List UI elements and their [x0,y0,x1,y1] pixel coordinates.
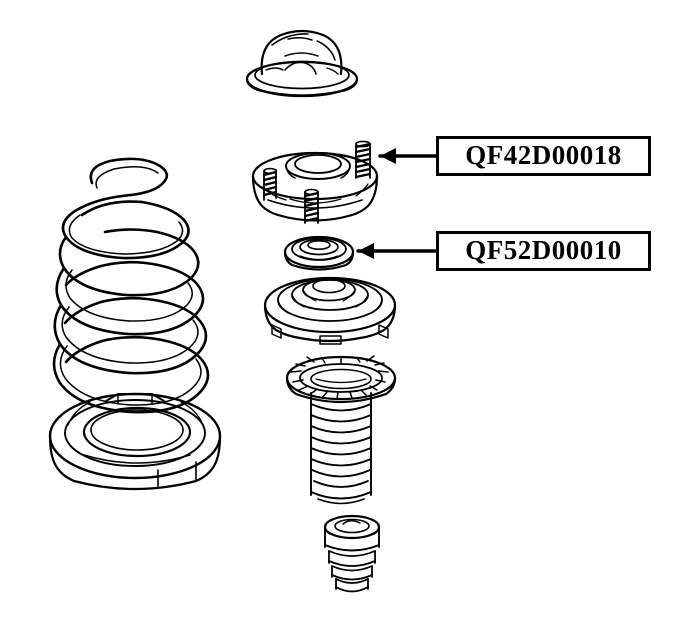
mount-stud-left [262,167,278,201]
part-strut-mount [251,140,379,224]
callout-code-2: QF52D00010 [465,234,622,265]
callout-leader-2 [356,243,438,259]
part-upper-spring-seat [263,276,397,345]
callout-box-qf52d00010: QF52D00010 [436,231,651,271]
part-lower-spring-seat [48,392,222,491]
callout-box-qf42d00018: QF42D00018 [436,136,651,176]
callout-code-1: QF42D00018 [465,139,622,170]
mount-stud-right [354,140,372,179]
callout-leader-1 [378,148,438,164]
part-boot-collar [285,355,397,404]
part-strut-bearing [283,235,355,271]
part-coil-spring [52,157,210,414]
mount-stud-front [303,188,320,224]
part-bump-stop [323,514,381,593]
part-dust-boot [310,392,372,505]
part-dust-cap [245,29,359,98]
